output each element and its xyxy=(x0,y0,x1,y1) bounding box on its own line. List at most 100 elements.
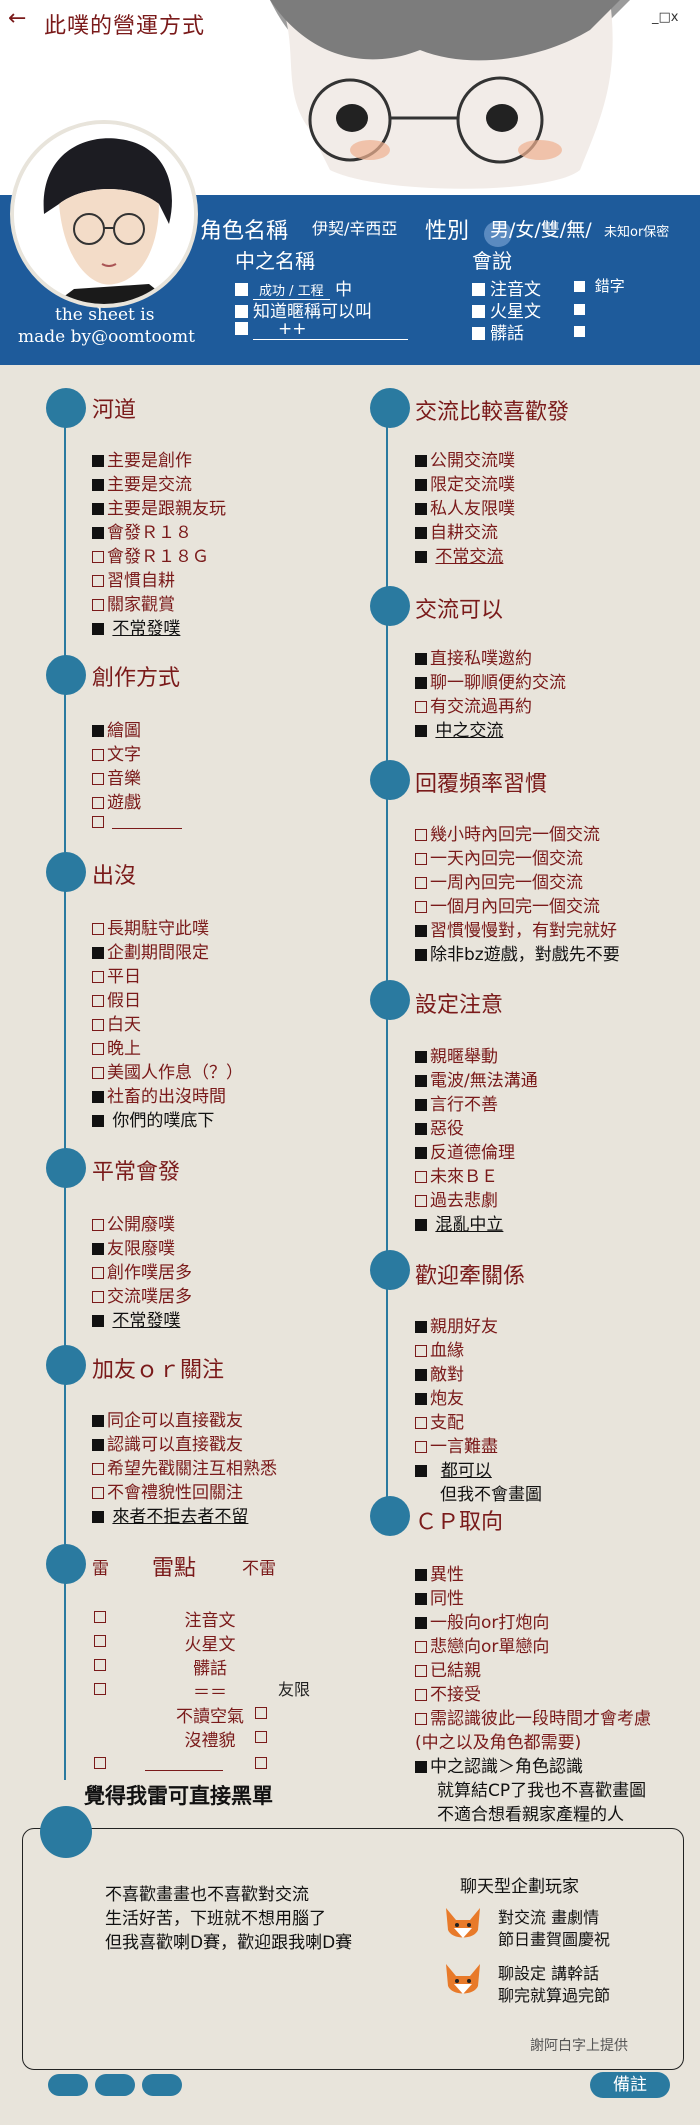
option-item[interactable]: 關家觀賞 xyxy=(92,590,175,615)
lei-left-box[interactable] xyxy=(94,1656,106,1676)
lang-item[interactable]: 髒話 xyxy=(472,319,524,344)
option-item[interactable]: 悲戀向or單戀向 xyxy=(415,1632,549,1657)
lei-right-box[interactable] xyxy=(255,1704,267,1724)
option-item[interactable]: 直接私噗邀約 xyxy=(415,644,532,669)
option-item[interactable]: 已結親 xyxy=(415,1656,481,1681)
option-item[interactable]: 習慣自耕 xyxy=(92,566,175,591)
option-item[interactable]: 晚上 xyxy=(92,1034,141,1059)
checkbox[interactable] xyxy=(574,281,585,292)
option-item[interactable]: 私人友限噗 xyxy=(415,494,515,519)
checkbox[interactable] xyxy=(235,283,248,296)
checkbox[interactable] xyxy=(235,305,248,318)
zhong-item[interactable]: 知道暱稱可以叫 xyxy=(235,297,372,322)
note-button[interactable]: 備註 xyxy=(590,2072,670,2098)
option-item[interactable]: 異性 xyxy=(415,1560,464,1585)
option-item[interactable]: 敵對 xyxy=(415,1360,464,1385)
option-item[interactable]: 社畜的出沒時間 xyxy=(92,1082,226,1107)
option-item[interactable]: 企劃期間限定 xyxy=(92,938,209,963)
option-item[interactable]: 不常發噗 xyxy=(92,1306,180,1331)
option-item[interactable]: 支配 xyxy=(415,1408,464,1433)
option-item[interactable]: 幾小時內回完一個交流 xyxy=(415,820,600,845)
checkbox[interactable] xyxy=(235,322,248,335)
option-item[interactable]: 中之交流 xyxy=(415,716,503,741)
option-item[interactable]: 電波/無法溝通 xyxy=(415,1066,538,1091)
option-item[interactable]: 會發Ｒ１８ xyxy=(92,518,192,543)
option-item[interactable]: 過去悲劇 xyxy=(415,1186,498,1211)
option-item[interactable]: 希望先戳關注互相熟悉 xyxy=(92,1454,277,1479)
lang-item[interactable]: 火星文 xyxy=(472,297,541,322)
option-item[interactable]: 你們的噗底下 xyxy=(92,1106,214,1131)
lei-left-box[interactable] xyxy=(94,1632,106,1652)
option-item[interactable]: 一周內回完一個交流 xyxy=(415,868,583,893)
lang-item[interactable] xyxy=(574,321,590,340)
option-item[interactable]: 中之認識＞角色認識 xyxy=(415,1752,583,1777)
option-item[interactable]: 未來ＢＥ xyxy=(415,1162,498,1187)
option-item[interactable]: 不會禮貌性回關注 xyxy=(92,1478,243,1503)
option-item[interactable]: 白天 xyxy=(92,1010,141,1035)
option-item[interactable]: 都可以 xyxy=(415,1456,492,1481)
option-item[interactable]: 不接受 xyxy=(415,1680,481,1705)
option-item[interactable]: 創作噗居多 xyxy=(92,1258,192,1283)
checkbox[interactable] xyxy=(472,327,485,340)
option-item[interactable]: 聊一聊順便約交流 xyxy=(415,668,566,693)
gender-extra[interactable]: 未知or保密 xyxy=(604,225,670,240)
gender-options[interactable]: 男/女/雙/無/ xyxy=(490,219,592,241)
option-item[interactable]: 文字 xyxy=(92,740,141,765)
option-item[interactable]: 限定交流噗 xyxy=(415,470,515,495)
checkbox[interactable] xyxy=(574,326,585,337)
lei-left-box[interactable] xyxy=(94,1754,106,1774)
option-item[interactable]: 親朋好友 xyxy=(415,1312,498,1337)
option-item[interactable]: 同企可以直接戳友 xyxy=(92,1406,243,1431)
window-controls[interactable]: _□x xyxy=(652,10,679,25)
option-item[interactable]: 交流噗居多 xyxy=(92,1282,192,1307)
checkbox[interactable] xyxy=(472,305,485,318)
option-item[interactable]: 公開廢噗 xyxy=(92,1210,175,1235)
zhong-item[interactable]: ++ xyxy=(235,319,408,340)
option-item[interactable]: 血緣 xyxy=(415,1336,464,1361)
option-item[interactable]: 來者不拒去者不留 xyxy=(92,1502,248,1527)
checkbox[interactable] xyxy=(472,283,485,296)
lang-item[interactable]: 錯字 xyxy=(574,275,625,296)
option-item[interactable]: 反道德倫理 xyxy=(415,1138,515,1163)
option-item[interactable]: 主要是創作 xyxy=(92,446,192,471)
option-item[interactable]: 混亂中立 xyxy=(415,1210,503,1235)
page-pill[interactable] xyxy=(95,2074,135,2096)
lei-right-box[interactable] xyxy=(255,1754,267,1774)
checkbox[interactable] xyxy=(574,304,585,315)
option-item[interactable]: 親暱舉動 xyxy=(415,1042,498,1067)
lei-left-box[interactable] xyxy=(94,1608,106,1628)
option-item[interactable]: 繪圖 xyxy=(92,716,141,741)
option-item[interactable]: 遊戲 xyxy=(92,788,141,813)
option-item[interactable]: 長期駐守此噗 xyxy=(92,914,209,939)
option-item[interactable]: 一般向or打炮向 xyxy=(415,1608,549,1633)
option-item[interactable]: 會發Ｒ１８Ｇ xyxy=(92,542,209,567)
option-item[interactable]: 一天內回完一個交流 xyxy=(415,844,583,869)
arrow-left-icon[interactable]: ← xyxy=(8,6,27,31)
option-item[interactable]: 友限廢噗 xyxy=(92,1234,175,1259)
option-item[interactable]: 主要是交流 xyxy=(92,470,192,495)
zhong-item[interactable]: 成功 / 工程 中 xyxy=(235,275,352,300)
option-item[interactable]: 認識可以直接戳友 xyxy=(92,1430,243,1455)
option-item[interactable]: 炮友 xyxy=(415,1384,464,1409)
option-item[interactable]: 不常交流 xyxy=(415,542,503,567)
lang-item[interactable]: 注音文 xyxy=(472,275,541,300)
option-item[interactable]: 同性 xyxy=(415,1584,464,1609)
option-item[interactable]: 公開交流噗 xyxy=(415,446,515,471)
option-item[interactable] xyxy=(92,812,183,832)
page-pill[interactable] xyxy=(48,2074,88,2096)
option-item[interactable]: 言行不善 xyxy=(415,1090,498,1115)
option-item[interactable]: 自耕交流 xyxy=(415,518,498,543)
option-item[interactable]: 假日 xyxy=(92,986,141,1011)
lang-item[interactable] xyxy=(574,299,590,318)
option-item[interactable]: 習慣慢慢對，有對完就好 xyxy=(415,916,617,941)
option-item[interactable]: 一言難盡 xyxy=(415,1432,498,1457)
lei-right-box[interactable] xyxy=(255,1728,267,1748)
option-item[interactable]: 除非bz遊戲，對戲先不要 xyxy=(415,940,620,965)
lei-left-box[interactable] xyxy=(94,1680,106,1700)
option-item[interactable]: 美國人作息（？） xyxy=(92,1058,243,1083)
option-item[interactable]: 主要是跟親友玩 xyxy=(92,494,226,519)
option-item[interactable]: 一個月內回完一個交流 xyxy=(415,892,600,917)
option-item[interactable]: 需認識彼此一段時間才會考慮 xyxy=(415,1704,651,1729)
option-item[interactable]: 有交流過再約 xyxy=(415,692,532,717)
option-item[interactable]: 平日 xyxy=(92,962,141,987)
